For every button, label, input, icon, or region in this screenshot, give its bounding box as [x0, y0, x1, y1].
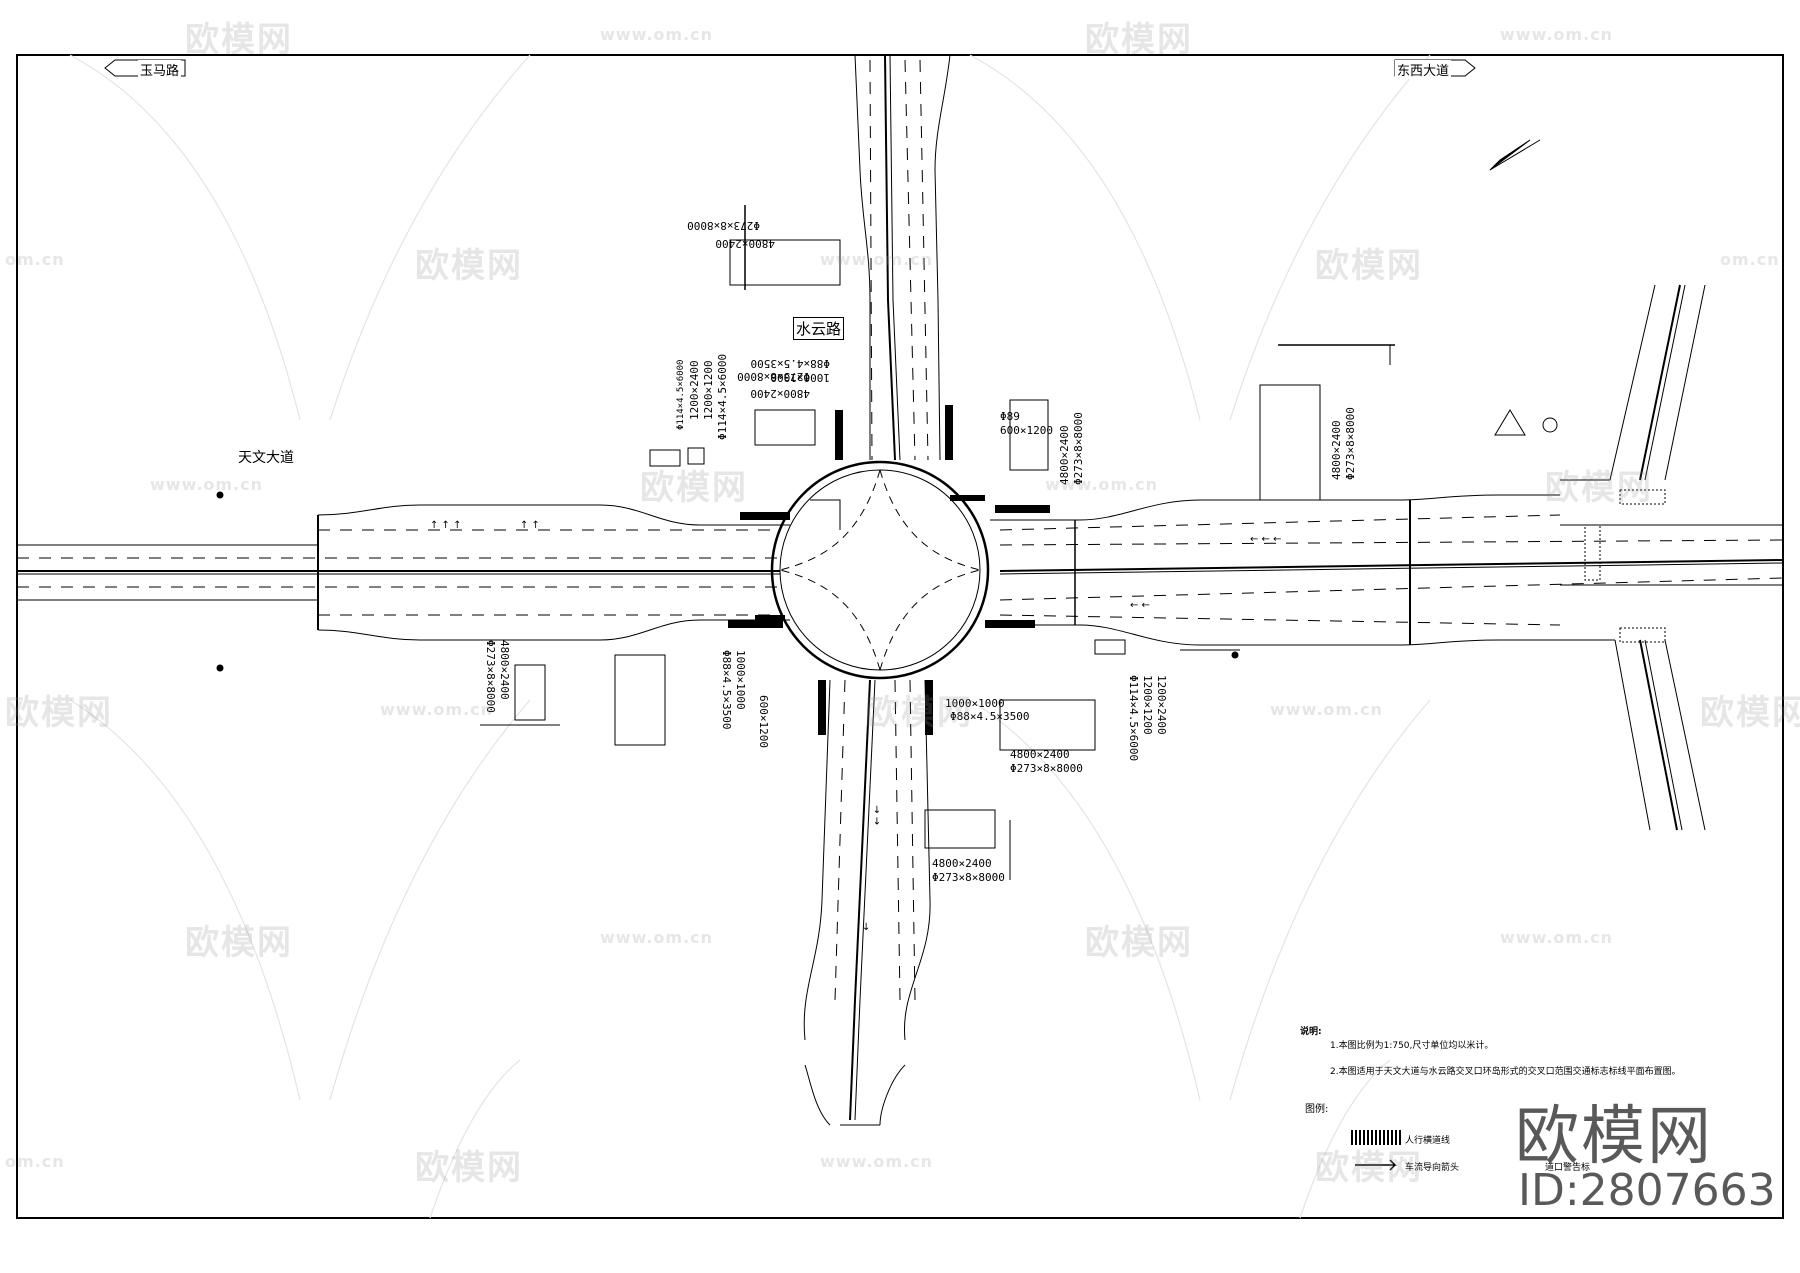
- dim-label: Φ273×8×8000: [484, 640, 497, 713]
- dim-label: 1200×1200: [702, 360, 715, 420]
- legend-title: 图例:: [1305, 1104, 1329, 1115]
- svg-text:← ←: ← ←: [1130, 600, 1150, 611]
- dim-label: 4800×2400: [1330, 420, 1343, 480]
- dim-label: 1000×1000: [770, 371, 830, 384]
- dim-label: Φ114×4.5×6000: [716, 353, 729, 440]
- road-label-dongxi: 东西大道: [1395, 60, 1452, 79]
- dim-label: 1200×2400: [688, 360, 701, 420]
- notes-title: 说明:: [1300, 1027, 1322, 1037]
- svg-text:↑ ↑ ↑: ↑ ↑ ↑: [430, 520, 462, 531]
- svg-text:↓: ↓: [862, 922, 870, 933]
- dim-label: Φ88×4.5×3500: [750, 357, 830, 370]
- dim-label: Φ89: [1000, 410, 1020, 423]
- dim-label: 600×1200: [1000, 424, 1053, 437]
- svg-text:↑ ↑: ↑ ↑: [520, 520, 540, 531]
- dim-label: Φ88×4.5×3500: [720, 650, 733, 730]
- dim-label: 4800×2400: [498, 640, 511, 700]
- brand-watermark: 欧模网: [1515, 1100, 1713, 1174]
- dim-label: Φ114×4.5×6000: [676, 359, 686, 430]
- svg-text:← ← ←: ← ← ←: [1250, 534, 1282, 545]
- dim-label: 1000×1000: [734, 650, 747, 710]
- svg-text:← ←: ← ←: [872, 805, 883, 825]
- notes-line-1: 1.本图比例为1:750,尺寸单位均以米计。: [1330, 1041, 1494, 1051]
- dim-label: 600×1200: [757, 695, 770, 748]
- dim-label: Φ273×8×8000: [932, 871, 1005, 884]
- dim-label: 4800×2400: [750, 387, 810, 400]
- roundabout: [770, 460, 990, 680]
- dim-label: 1200×1200: [1141, 675, 1154, 735]
- crosswalks: [728, 405, 1050, 735]
- ns-road: [803, 54, 951, 1126]
- notes-line-2: 2.本图适用于天文大道与水云路交叉口环岛形式的交叉口范围交通标志标线平面布置图。: [1330, 1067, 1681, 1077]
- road-label-yuma: 玉马路: [138, 60, 182, 79]
- north-arrow-icon: [1489, 139, 1541, 171]
- sign-boards: [216, 205, 1558, 880]
- road-label-tianwen: 天文大道: [236, 447, 296, 467]
- dim-label: 4800×2400: [1058, 425, 1071, 485]
- drawing-notes: 说明: 1.本图比例为1:750,尺寸单位均以米计。 2.本图适用于天文大道与水…: [1300, 1025, 1681, 1079]
- watermark-arcs: [69, 54, 1431, 1219]
- east-branch-road: [1560, 284, 1706, 831]
- drawing-frame: [16, 54, 1784, 1219]
- road-pointer-arrows: [104, 59, 1476, 77]
- dim-label: 4800×2400: [1010, 748, 1070, 761]
- dim-label: Φ273×8×8000: [1010, 762, 1083, 775]
- dim-label: 4800×2400: [932, 857, 992, 870]
- legend-symbols: [1351, 1130, 1401, 1171]
- dim-label: Φ88×4.5×3500: [950, 710, 1030, 723]
- dim-label: Φ273×8×8000: [687, 219, 760, 232]
- dim-label: Φ273×8×8000: [1072, 412, 1085, 485]
- dim-label: 4800×2400: [715, 237, 775, 250]
- dim-label: Φ273×8×8000: [1344, 407, 1357, 480]
- dim-label: Φ114×4.5×6000: [1127, 675, 1140, 762]
- legend-crosswalk: 人行横道线: [1405, 1136, 1451, 1146]
- ew-road: [17, 494, 1784, 646]
- legend-arrow: 车流导向箭头: [1405, 1163, 1460, 1173]
- dim-label: 1000×1000: [945, 697, 1005, 710]
- brand-id: ID:2807663: [1518, 1165, 1776, 1216]
- road-label-shuiyun: 水云路: [793, 317, 845, 340]
- lane-arrows: ↑ ↑ ↑ ↑ ↑ ← ← ← ← ← ← ← ↓: [430, 520, 1282, 933]
- legend-warning: 道口警告标: [1545, 1163, 1591, 1173]
- dim-label: 1200×2400: [1155, 675, 1168, 735]
